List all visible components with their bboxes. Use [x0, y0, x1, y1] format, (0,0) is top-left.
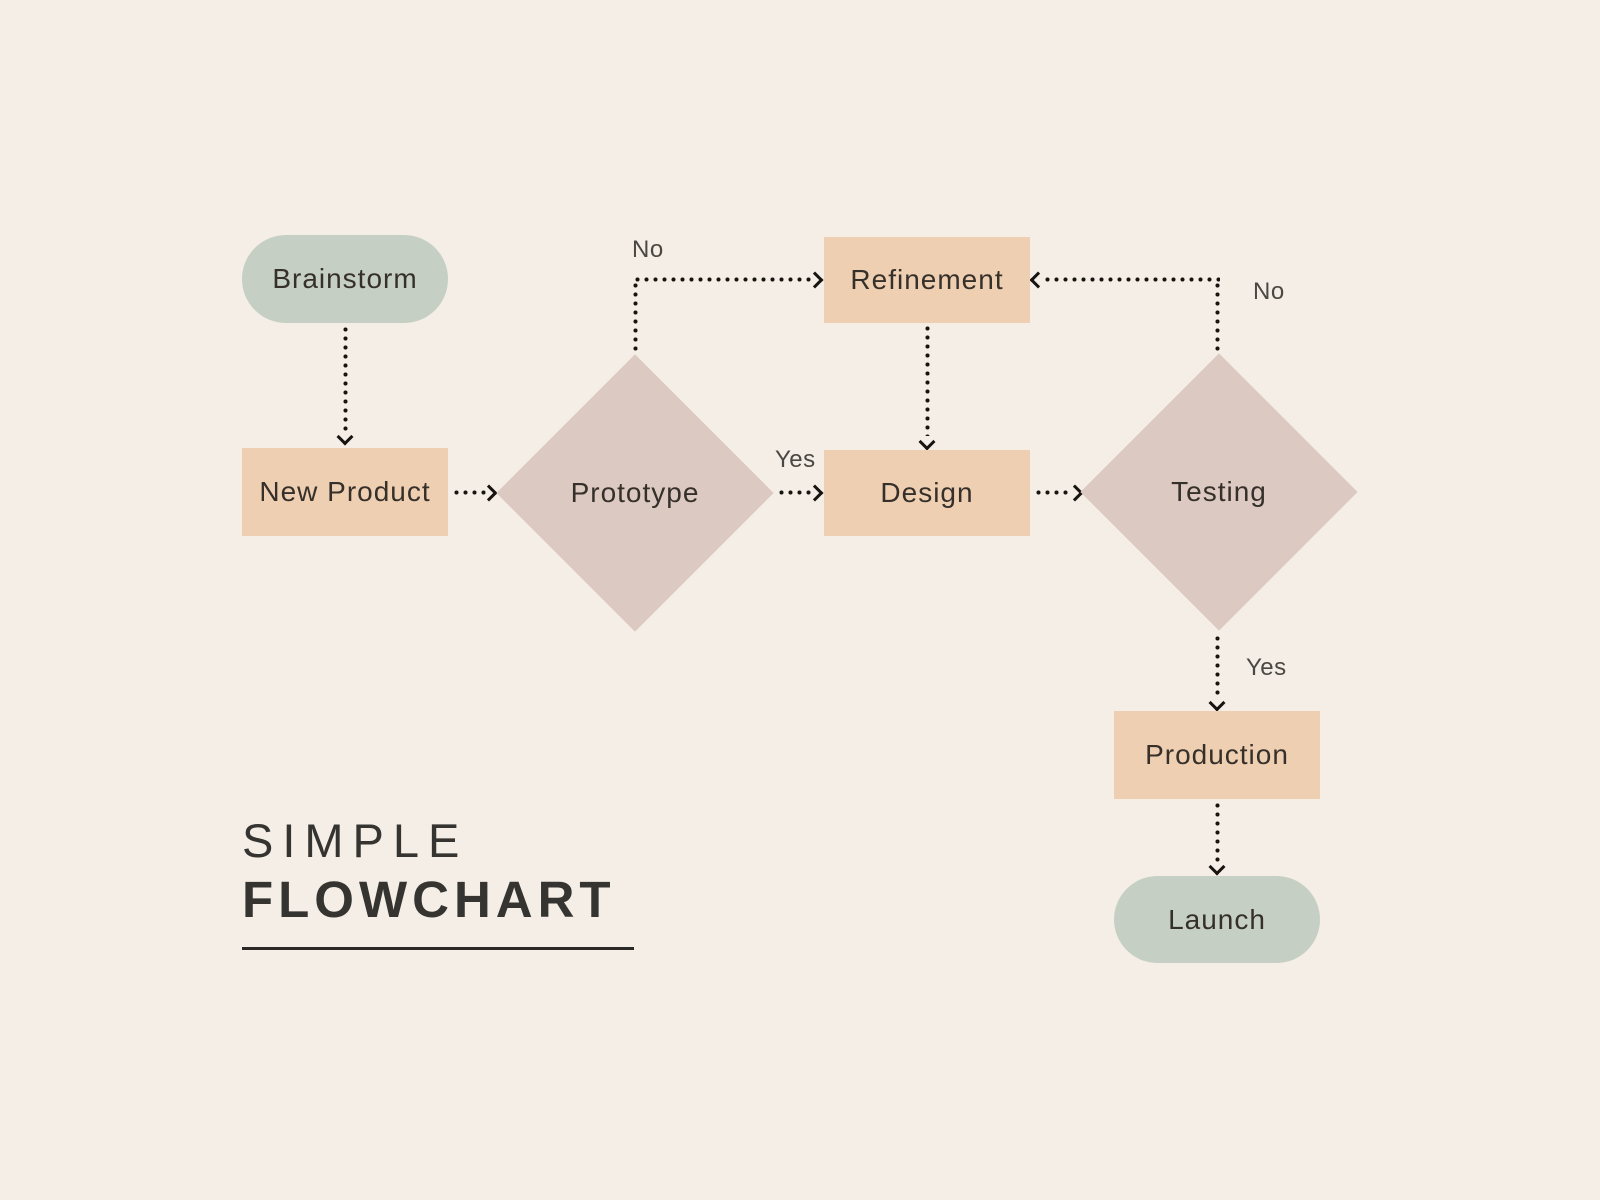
- node-design-label: Design: [880, 477, 974, 508]
- connector-testing-production: [1215, 634, 1220, 697]
- node-new-product: New Product: [242, 448, 448, 536]
- arrowhead-right-icon: [806, 484, 824, 502]
- connector-refinement-design: [925, 324, 930, 436]
- arrowhead-right-icon: [480, 484, 498, 502]
- arrowhead-down-icon: [336, 428, 354, 446]
- page-title-line1: SIMPLE: [242, 814, 469, 867]
- node-testing-label: Testing: [1171, 476, 1267, 507]
- connector-newproduct-prototype: [452, 490, 486, 495]
- connector-testing-up: [1215, 281, 1220, 351]
- arrowhead-right-icon: [806, 271, 824, 289]
- connector-testing-refinement: [1043, 277, 1220, 282]
- node-production: Production: [1114, 711, 1320, 799]
- node-brainstorm-label: Brainstorm: [272, 263, 418, 294]
- page-title-line2: FLOWCHART: [242, 871, 616, 928]
- connector-design-testing: [1034, 490, 1070, 495]
- node-launch: Launch: [1114, 876, 1320, 963]
- node-production-label: Production: [1145, 739, 1289, 770]
- arrowhead-down-icon: [1208, 858, 1226, 876]
- edge-label-prototype-yes: Yes: [775, 446, 816, 473]
- node-new-product-label: New Product: [259, 476, 431, 507]
- node-refinement-label: Refinement: [850, 264, 1004, 295]
- node-refinement: Refinement: [824, 237, 1030, 323]
- connector-brainstorm-newproduct: [343, 325, 348, 434]
- arrowhead-down-icon: [918, 433, 936, 451]
- connector-prototype-design: [777, 490, 812, 495]
- node-prototype-label: Prototype: [570, 477, 700, 508]
- title-block: SIMPLE FLOWCHART: [242, 812, 634, 950]
- arrowhead-left-icon: [1029, 271, 1047, 289]
- connector-prototype-up: [633, 281, 638, 352]
- edge-label-testing-yes: Yes: [1246, 654, 1287, 681]
- arrowhead-down-icon: [1208, 694, 1226, 712]
- title-underline: [242, 947, 634, 950]
- node-brainstorm: Brainstorm: [242, 235, 448, 323]
- connector-prototype-refinement: [633, 277, 812, 282]
- edge-label-prototype-no: No: [632, 236, 664, 263]
- connector-production-launch: [1215, 801, 1220, 862]
- edge-label-testing-no: No: [1253, 278, 1285, 305]
- node-launch-label: Launch: [1168, 903, 1266, 935]
- node-design: Design: [824, 450, 1030, 536]
